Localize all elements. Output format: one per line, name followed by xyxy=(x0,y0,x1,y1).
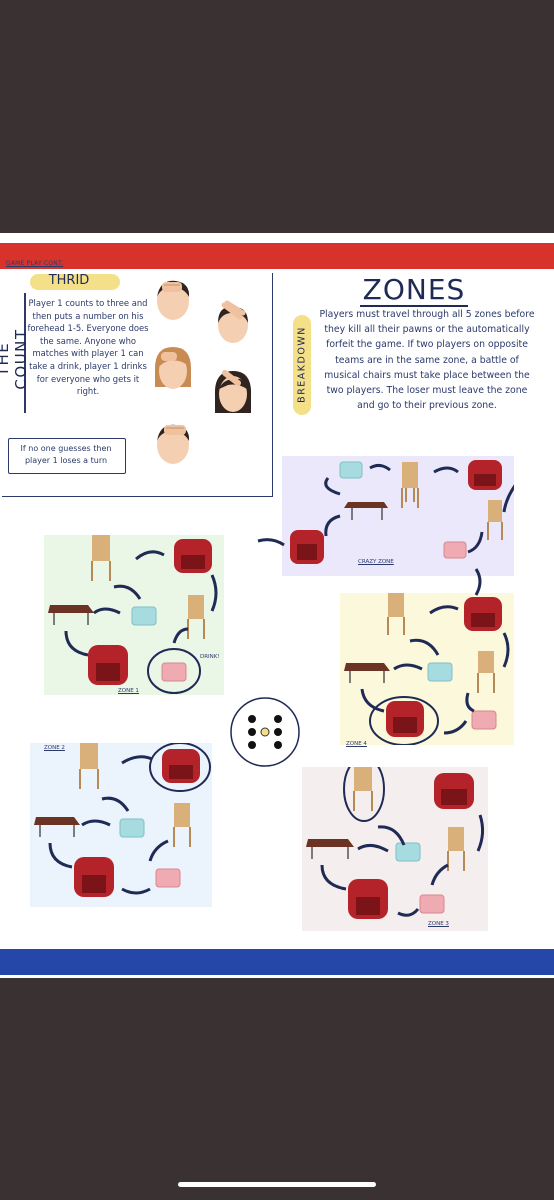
zone-1-panel xyxy=(44,535,224,695)
face-icon xyxy=(154,347,192,389)
face-icon xyxy=(218,300,248,343)
die-five-icon xyxy=(230,697,300,767)
the-count-note: If no one guesses then player 1 loses a … xyxy=(20,444,112,465)
home-indicator[interactable] xyxy=(178,1182,376,1187)
face-icon xyxy=(214,370,252,413)
zone-2-panel xyxy=(30,743,212,907)
zones-body: Players must travel through all 5 zones … xyxy=(319,309,535,412)
the-count-divider xyxy=(24,293,26,413)
zones-title: ZONES xyxy=(362,273,466,306)
crazy-zone-panel xyxy=(282,456,514,576)
zones-title-underline xyxy=(360,305,468,307)
breakdown-highlight xyxy=(293,315,311,415)
thrid-subtitle: THRID xyxy=(48,273,90,288)
crazy-zone-label: CRAZY ZONE xyxy=(358,559,394,565)
bottom-blue-bar xyxy=(0,949,554,975)
drink-annotation: DRINK! xyxy=(200,654,220,660)
face-icon xyxy=(157,424,190,464)
the-count-body: Player 1 counts to three and then puts a… xyxy=(27,298,149,397)
the-count-note-box xyxy=(8,438,126,474)
zone-3-panel xyxy=(302,767,488,931)
rules-page: GAME PLAY CONT. THE COUNT THRID Player 1… xyxy=(0,233,554,978)
face-icon xyxy=(157,280,190,320)
thrid-highlight xyxy=(30,274,120,290)
zone-2-label: ZONE 2 xyxy=(44,745,65,751)
zone-3-label: ZONE 3 xyxy=(428,921,449,927)
zone-4-panel xyxy=(340,593,514,745)
zone-1-label: ZONE 1 xyxy=(118,688,139,694)
top-red-bar xyxy=(0,243,554,269)
the-count-panel xyxy=(2,273,273,497)
zone-4-label: ZONE 4 xyxy=(346,741,367,747)
game-play-label: GAME PLAY CONT. xyxy=(6,260,64,267)
arrow-icon xyxy=(257,538,482,596)
